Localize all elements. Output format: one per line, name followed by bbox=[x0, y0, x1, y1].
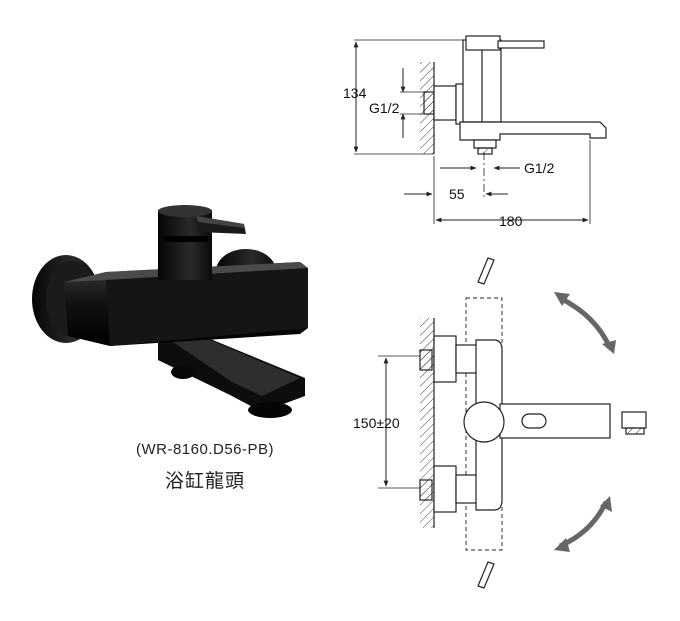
offset-dimension-label: 55 bbox=[449, 186, 465, 202]
rotation-arrow-lower bbox=[554, 496, 612, 552]
rotation-arrow-upper bbox=[554, 292, 616, 354]
side-elevation-drawing bbox=[420, 35, 607, 200]
top-view-drawing bbox=[419, 257, 647, 589]
length-dimension-label: 180 bbox=[499, 213, 523, 229]
inlet-thread-label: G1/2 bbox=[369, 100, 400, 116]
top-dimensions bbox=[378, 355, 420, 489]
product-model-number: (WR-8160.D56-PB) bbox=[135, 441, 275, 458]
center-distance-label: 150±20 bbox=[353, 415, 400, 431]
product-name: 浴缸龍頭 bbox=[164, 470, 245, 492]
outlet-thread-label: G1/2 bbox=[524, 160, 555, 176]
side-dimensions bbox=[353, 39, 591, 224]
faucet-render bbox=[32, 205, 308, 418]
height-dimension-label: 134 bbox=[343, 85, 367, 101]
